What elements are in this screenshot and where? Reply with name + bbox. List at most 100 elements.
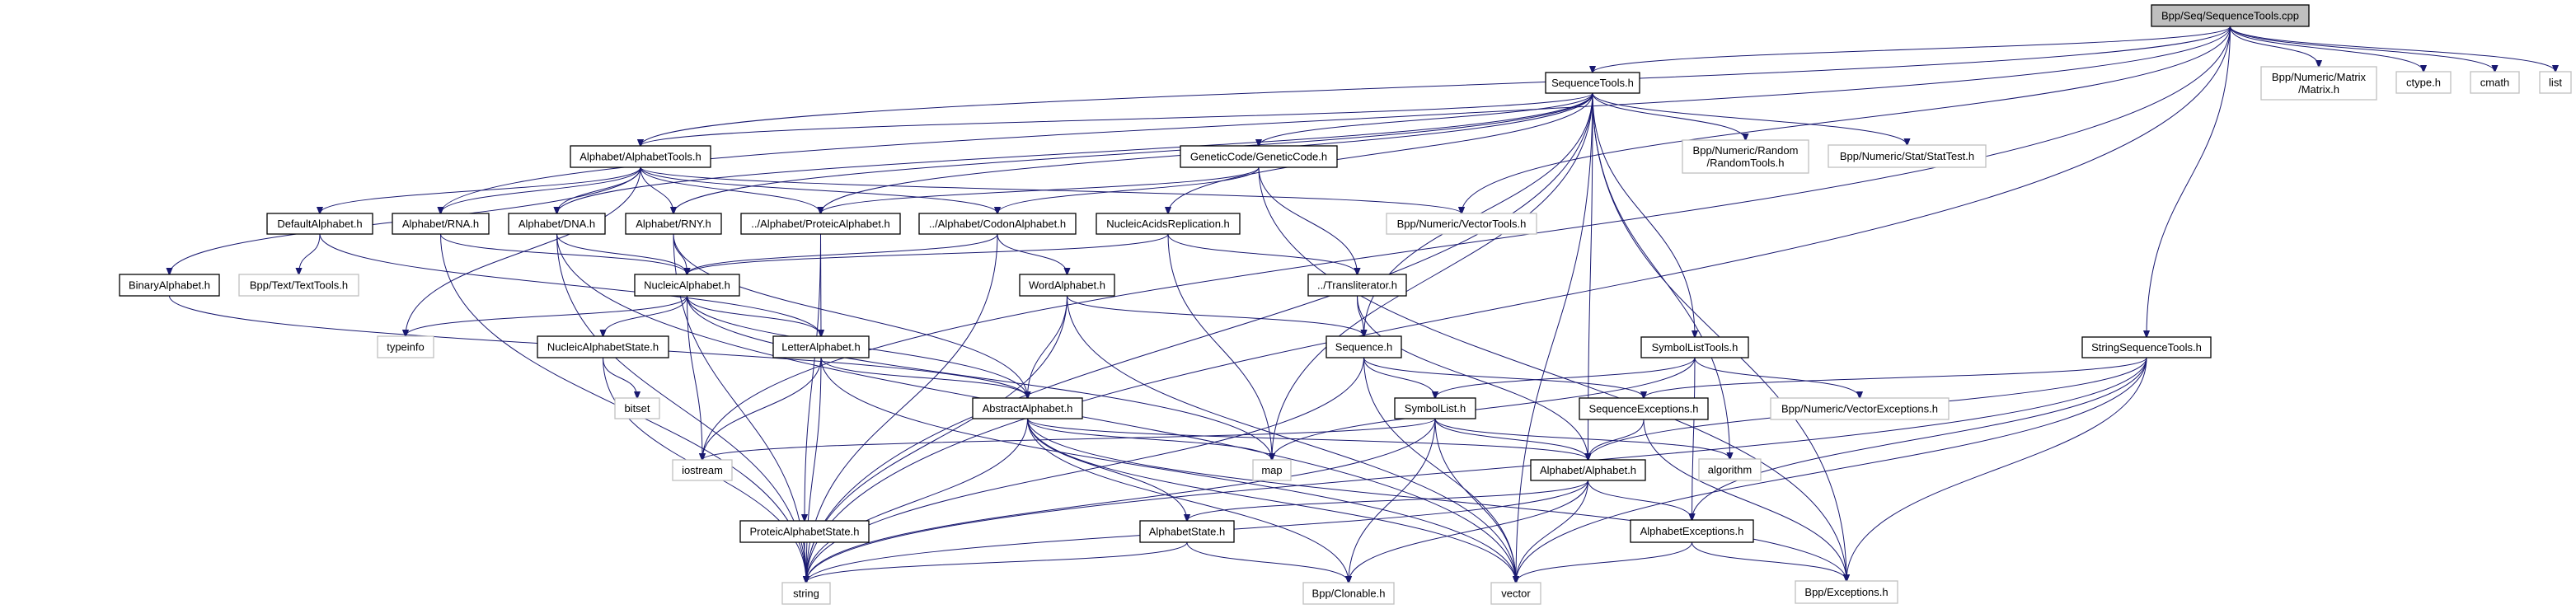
node-seqtools[interactable]: SequenceTools.h bbox=[1545, 72, 1640, 94]
edge-seqtools-to-alphabet bbox=[1588, 92, 1593, 460]
node-dna[interactable]: Alphabet/DNA.h bbox=[508, 213, 606, 235]
node-word[interactable]: WordAlphabet.h bbox=[1019, 274, 1115, 297]
node-label: NucleicAlphabet.h bbox=[644, 279, 730, 292]
edge-root-to-vectortools bbox=[1462, 26, 2231, 213]
edge-line bbox=[687, 295, 822, 336]
edge-line bbox=[640, 166, 997, 213]
edge-genetic-to-codon bbox=[997, 166, 1260, 213]
node-label: Bpp/Numeric/VectorTools.h bbox=[1397, 218, 1527, 230]
edge-line bbox=[1067, 295, 1517, 583]
edge-line bbox=[1434, 418, 1730, 459]
edge-line bbox=[1592, 92, 1695, 337]
edge-abstract-to-clonable bbox=[1027, 418, 1349, 583]
node-binary[interactable]: BinaryAlphabet.h bbox=[119, 274, 220, 297]
edge-line bbox=[806, 233, 998, 583]
edge-default-to-letter bbox=[319, 233, 821, 336]
node-label: GeneticCode/GeneticCode.h bbox=[1190, 151, 1327, 163]
node-box bbox=[2470, 71, 2520, 94]
node-protstate[interactable]: ProteicAlphabetState.h bbox=[739, 520, 870, 543]
node-box bbox=[392, 213, 490, 235]
node-exceptions: Bpp/Exceptions.h bbox=[1795, 580, 1898, 604]
node-box bbox=[634, 274, 740, 297]
node-algorithm: algorithm bbox=[1698, 458, 1762, 481]
edge-line bbox=[1588, 92, 1593, 460]
edge-seqtools-to-vector bbox=[1516, 92, 1593, 583]
nodes-layer: Bpp/Seq/SequenceTools.cppSequenceTools.h… bbox=[119, 4, 2572, 605]
node-nucstate[interactable]: NucleicAlphabetState.h bbox=[537, 335, 669, 358]
node-cmath: cmath bbox=[2470, 71, 2520, 94]
edge-nucstate-to-bitset bbox=[603, 357, 638, 398]
node-box bbox=[1698, 458, 1762, 481]
edge-line bbox=[673, 233, 806, 583]
node-sequence[interactable]: Sequence.h bbox=[1326, 335, 1402, 358]
node-label: Alphabet/RNY.h bbox=[636, 218, 711, 230]
edge-seqexc-to-exceptions bbox=[1643, 419, 1846, 581]
node-symlisttools[interactable]: SymbolListTools.h bbox=[1640, 336, 1749, 358]
edge-root-to-string bbox=[806, 26, 2231, 583]
node-default[interactable]: DefaultAlphabet.h bbox=[266, 213, 373, 235]
edge-line bbox=[806, 418, 1028, 583]
edge-word-to-abstract bbox=[1028, 295, 1067, 398]
node-label: ../Alphabet/ProteicAlphabet.h bbox=[751, 218, 889, 230]
node-box bbox=[119, 274, 220, 297]
edge-root-to-rna bbox=[441, 26, 2231, 213]
node-codon[interactable]: ../Alphabet/CodonAlphabet.h bbox=[918, 213, 1077, 235]
edge-abstract-to-map bbox=[1027, 418, 1273, 460]
edge-genetic-to-translit bbox=[1258, 166, 1358, 274]
node-translit[interactable]: ../Transliterator.h bbox=[1307, 274, 1407, 297]
edge-symlist-to-alphabet bbox=[1434, 418, 1588, 460]
node-genetic[interactable]: GeneticCode/GeneticCode.h bbox=[1180, 145, 1338, 168]
edge-line bbox=[806, 26, 2231, 583]
node-label: Bpp/Numeric/Matrix/Matrix.h bbox=[2272, 71, 2367, 96]
node-rny[interactable]: Alphabet/RNY.h bbox=[625, 213, 722, 235]
node-vector: vector bbox=[1490, 582, 1541, 605]
edge-line bbox=[702, 26, 2231, 460]
node-seqexc[interactable]: SequenceExceptions.h bbox=[1579, 397, 1709, 420]
edge-line bbox=[821, 166, 1260, 213]
edge-line bbox=[673, 233, 1028, 398]
node-alphabet[interactable]: Alphabet/Alphabet.h bbox=[1530, 459, 1646, 481]
node-nucleic[interactable]: NucleicAlphabet.h bbox=[634, 274, 740, 297]
node-label: iostream bbox=[682, 464, 723, 476]
node-rna[interactable]: Alphabet/RNA.h bbox=[392, 213, 490, 235]
node-alphatools[interactable]: Alphabet/AlphabetTools.h bbox=[570, 145, 711, 168]
node-root[interactable]: Bpp/Seq/SequenceTools.cpp bbox=[2151, 4, 2310, 27]
node-box bbox=[2151, 4, 2310, 27]
node-stringseq[interactable]: StringSequenceTools.h bbox=[2081, 336, 2212, 358]
edge-line bbox=[441, 166, 641, 213]
node-alphaexc[interactable]: AlphabetExceptions.h bbox=[1630, 519, 1754, 543]
node-label: ProteicAlphabetState.h bbox=[750, 526, 860, 538]
node-letter[interactable]: LetterAlphabet.h bbox=[772, 335, 870, 358]
edges-layer bbox=[170, 26, 2556, 583]
edge-seqtools-to-alphatools bbox=[640, 92, 1593, 146]
edge-root-to-ctype bbox=[2230, 26, 2424, 72]
node-alphastate[interactable]: AlphabetState.h bbox=[1139, 520, 1235, 543]
node-proteic[interactable]: ../Alphabet/ProteicAlphabet.h bbox=[740, 213, 901, 235]
node-label: ../Alphabet/CodonAlphabet.h bbox=[929, 218, 1066, 230]
edge-seqtools-to-nar bbox=[1168, 92, 1593, 213]
node-label: WordAlphabet.h bbox=[1029, 279, 1105, 292]
edge-line bbox=[1692, 357, 2147, 520]
edge-line bbox=[603, 357, 638, 398]
edge-line bbox=[640, 26, 2231, 146]
edge-alphatools-to-codon bbox=[640, 166, 997, 213]
node-symlist[interactable]: SymbolList.h bbox=[1394, 397, 1476, 419]
node-label: BinaryAlphabet.h bbox=[129, 279, 210, 292]
edge-line bbox=[1435, 357, 1696, 398]
edge-line bbox=[1357, 295, 1588, 460]
node-box bbox=[1770, 397, 1950, 420]
node-label: map bbox=[1261, 464, 1282, 476]
edge-symlist-to-string bbox=[806, 418, 1436, 583]
edge-letter-to-string bbox=[806, 357, 822, 583]
edge-letter-to-abstract bbox=[820, 357, 1028, 398]
node-nar[interactable]: NucleicAcidsReplication.h bbox=[1096, 213, 1241, 235]
node-label: list bbox=[2549, 77, 2562, 89]
node-box bbox=[1394, 397, 1476, 419]
edge-line bbox=[1593, 26, 2231, 73]
edge-symlisttools-to-alphaexc bbox=[1692, 357, 1696, 520]
node-abstract[interactable]: AbstractAlphabet.h bbox=[972, 397, 1083, 419]
edge-line bbox=[1643, 419, 1846, 581]
edge-alphabet-to-vector bbox=[1516, 480, 1588, 583]
node-box bbox=[1490, 582, 1541, 605]
edge-default-to-texttools bbox=[299, 233, 321, 274]
